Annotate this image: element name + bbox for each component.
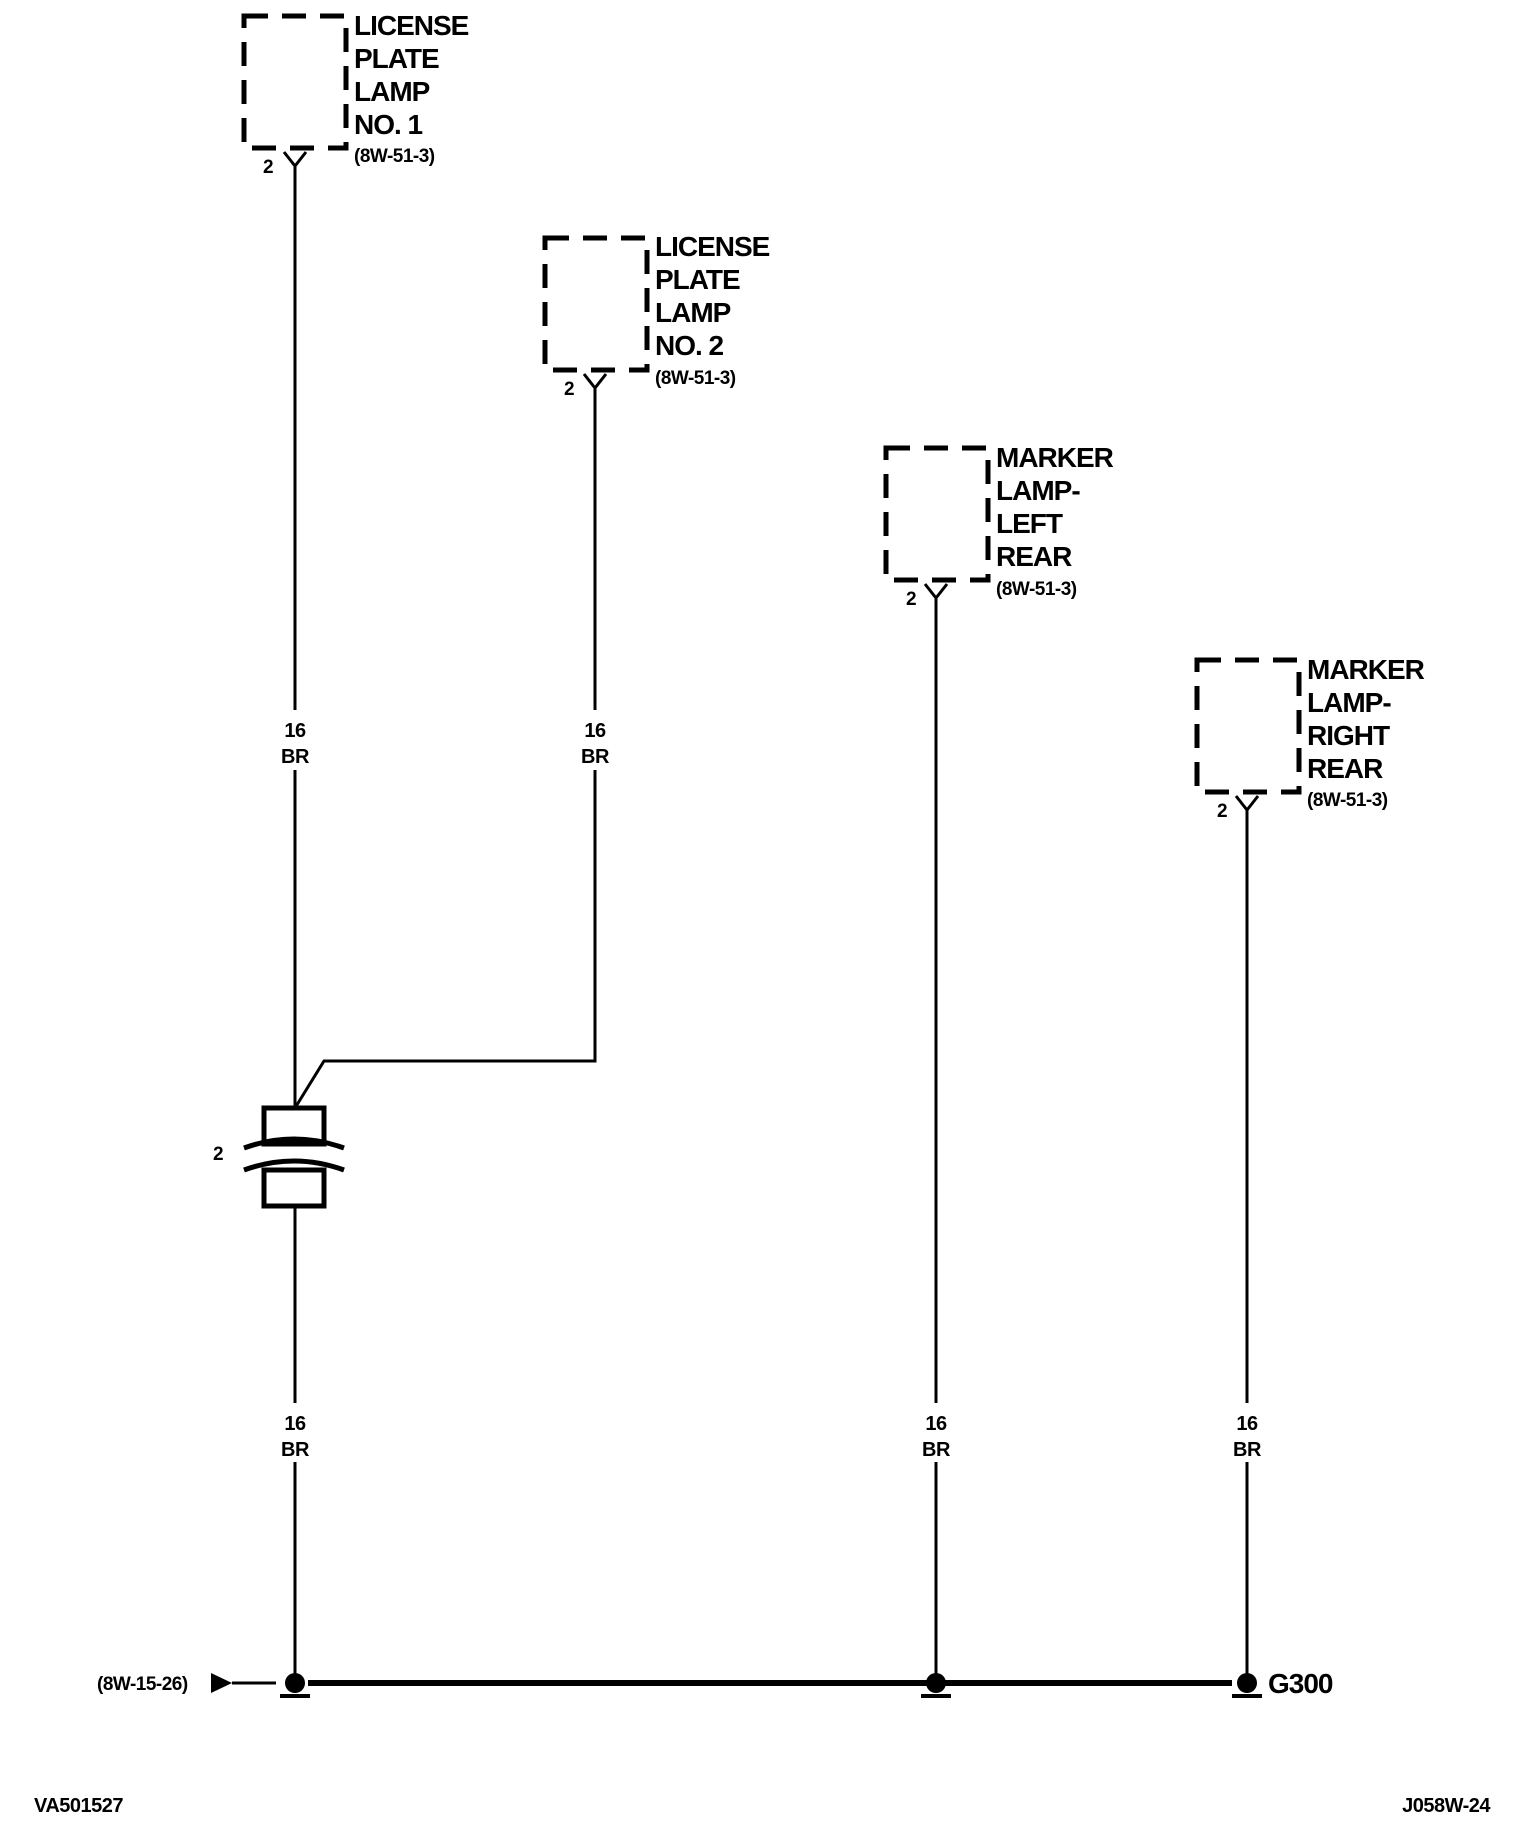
wire-color-label: BR [281,1439,310,1461]
component-marker-lamp-left-rear: 2 MARKER LAMP- LEFT REAR (8W-51-3) [883,442,1115,610]
component-label-line: LICENSE [655,231,770,262]
splice-bracket [243,1136,345,1151]
component-label-line: LAMP- [996,475,1080,506]
connector-pin-symbol [1234,795,1260,813]
wire-labels: 16 BR 16 BR 16 BR 16 BR 16 BR [281,720,1262,1461]
connector-pin-symbol [282,151,308,169]
component-dashed-box [883,445,991,583]
page-reference[interactable]: (8W-51-3) [655,368,736,389]
component-license-plate-lamp-2: 2 LICENSE PLATE LAMP NO. 2 (8W-51-3) [542,231,771,400]
component-label-line: LICENSE [354,10,469,41]
pin-number: 2 [564,379,575,400]
component-dashed-box [241,13,349,151]
splice-lower-half [261,1167,327,1209]
wire-gauge-label: 16 [584,720,606,742]
component-dashed-box [542,235,650,373]
component-label-line: LEFT [996,508,1063,539]
component-license-plate-lamp-1: 2 LICENSE PLATE LAMP NO. 1 (8W-51-3) [241,10,470,178]
component-label-line: LAMP [354,76,430,107]
wire-color-label: BR [1233,1439,1262,1461]
splice-upper-half [261,1105,327,1147]
wire-segment [293,770,597,1109]
component-label-line: MARKER [996,442,1114,473]
component-label-line: REAR [996,541,1072,572]
wire-gauge-label: 16 [284,1413,306,1435]
footer-left-code: VA501527 [34,1795,123,1817]
wire-color-label: BR [281,746,310,768]
component-label-line: NO. 1 [354,109,423,140]
component-label-line: NO. 2 [655,330,724,361]
wire-color-label: BR [581,746,610,768]
component-label-line: MARKER [1307,654,1425,685]
wire-gauge-label: 16 [1236,1413,1258,1435]
ground-page-reference[interactable]: (8W-15-26) [97,1674,188,1695]
ground-label: G300 [1268,1668,1333,1699]
wires [293,166,1249,1675]
wire-gauge-label: 16 [284,720,306,742]
ground-dot [1237,1673,1257,1693]
pin-number: 2 [263,157,274,178]
pin-number: 2 [1217,801,1228,822]
splice-connector [243,1105,345,1209]
ground-dot [285,1673,305,1693]
connector-pin-symbol [923,583,949,601]
connector-pin-symbol [582,373,608,391]
component-label-line: REAR [1307,753,1383,784]
arrow-icon [211,1673,232,1693]
splice-pin-number: 2 [213,1144,224,1165]
ground-dot [926,1673,946,1693]
ground-bus [211,1673,1262,1698]
component-marker-lamp-right-rear: 2 MARKER LAMP- RIGHT REAR (8W-51-3) [1194,654,1426,822]
page-reference[interactable]: (8W-51-3) [354,146,435,167]
component-label-line: RIGHT [1307,720,1390,751]
component-dashed-box [1194,657,1302,795]
page-reference[interactable]: (8W-51-3) [1307,790,1388,811]
component-label-line: PLATE [655,264,740,295]
wire-color-label: BR [922,1439,951,1461]
footer-right-code: J058W-24 [1402,1795,1491,1817]
splice-bracket [243,1158,345,1173]
component-label-line: PLATE [354,43,439,74]
wire-gauge-label: 16 [925,1413,947,1435]
page-reference[interactable]: (8W-51-3) [996,579,1077,600]
component-label-line: LAMP- [1307,687,1391,718]
pin-number: 2 [906,589,917,610]
component-label-line: LAMP [655,297,731,328]
